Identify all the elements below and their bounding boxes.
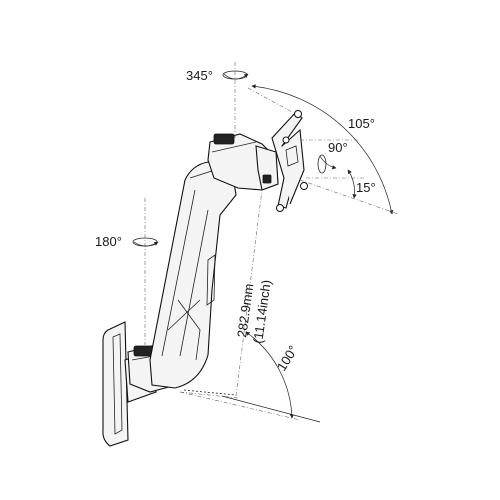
swing-100-indicator xyxy=(179,331,321,423)
tilt-90-indicator xyxy=(300,139,360,174)
swing-100-label: 100° xyxy=(274,343,301,374)
vesa-plate xyxy=(271,110,308,212)
tilt-105-label: 105° xyxy=(348,116,375,131)
base-rotation-indicator xyxy=(132,198,159,345)
height-dimension xyxy=(179,189,263,399)
tilt-90-label: 90° xyxy=(328,140,348,155)
height-mm-label: 282.9mm xyxy=(234,283,256,339)
top-rotation-indicator xyxy=(222,62,249,138)
rotation-180-label: 180° xyxy=(95,234,122,249)
rotation-345-label: 345° xyxy=(186,68,213,83)
arm-segment xyxy=(149,161,237,389)
tilt-15-label: 15° xyxy=(356,180,376,195)
tilt-15-indicator xyxy=(306,169,364,199)
